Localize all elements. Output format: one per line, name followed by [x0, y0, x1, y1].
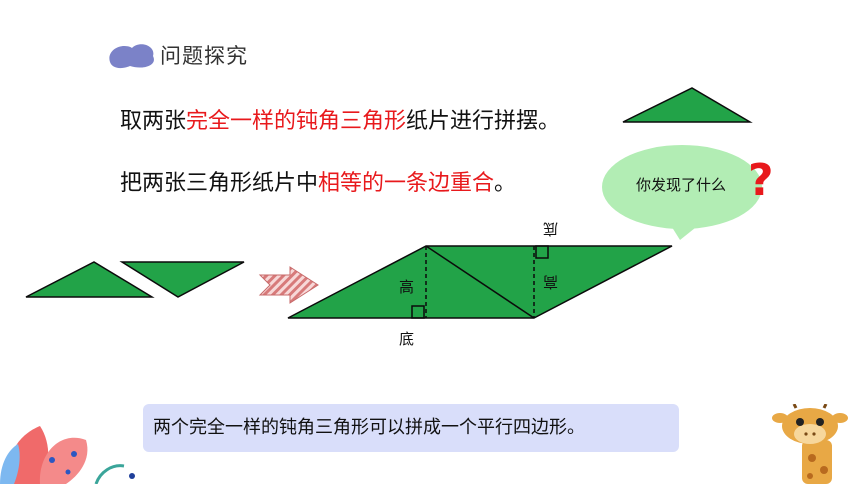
- line1-highlight: 完全一样的钝角三角形: [186, 109, 407, 134]
- base-label: 底: [399, 330, 415, 348]
- section-title: 问题探究: [160, 44, 248, 68]
- arrow-right-icon: [258, 266, 319, 304]
- right-angle-mark-left: [411, 305, 425, 319]
- right-angle-mark-right: [535, 245, 549, 259]
- speech-bubble: [602, 145, 762, 240]
- left-triangle: [25, 261, 155, 298]
- leaf-decoration-icon: [0, 426, 135, 484]
- height-label: 高: [399, 278, 415, 296]
- cloud-blob-icon: [109, 44, 154, 69]
- line2-suffix: 。: [494, 171, 517, 196]
- bubble-question: 你发现了什么: [636, 176, 727, 194]
- conclusion-box: 两个完全一样的钝角三角形可以拼成一个平行四边形。: [143, 404, 679, 452]
- line1-suffix: 纸片进行拼摆。: [406, 109, 561, 134]
- base-label-rotated: 底: [543, 220, 559, 238]
- instruction-line-2: 把两张三角形纸片中相等的一条边重合。: [120, 165, 516, 197]
- giraffe-mascot-icon: [772, 404, 848, 484]
- line2-highlight: 相等的一条边重合: [318, 171, 495, 196]
- triangle-pair: [25, 261, 245, 298]
- line2-prefix: 把两张三角形纸片中: [120, 171, 319, 196]
- instruction-line-1: 取两张完全一样的钝角三角形纸片进行拼摆。: [120, 103, 560, 135]
- flipped-triangle: [119, 261, 245, 298]
- question-mark-icon: ?: [748, 155, 774, 206]
- diagonal-line: [425, 245, 535, 319]
- parallelogram-diagram: [287, 245, 673, 319]
- height-label-rotated: 高: [543, 273, 559, 291]
- obtuse-triangle-sample: [622, 87, 753, 123]
- line1-prefix: 取两张: [120, 109, 187, 134]
